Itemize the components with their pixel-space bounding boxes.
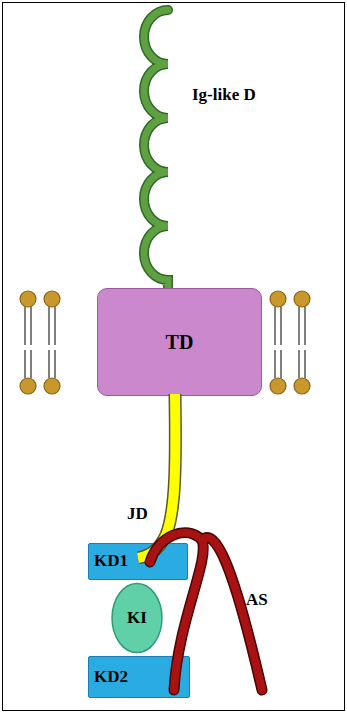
lipid-head	[20, 378, 36, 394]
lipid-tail	[275, 307, 276, 345]
lipid-tail	[55, 307, 56, 345]
lipid-head	[294, 291, 310, 307]
frame	[3, 3, 345, 711]
kinase-domain-box: KD2	[88, 656, 190, 698]
lipid-tail	[305, 350, 306, 378]
lipid-tail	[25, 307, 26, 345]
lipid-tail	[281, 307, 282, 345]
lipid-head	[294, 378, 310, 394]
lipid-tail	[275, 350, 276, 378]
transmembrane-domain: TD	[97, 288, 262, 396]
jd-chain	[138, 394, 175, 558]
lipid-tail	[55, 350, 56, 378]
lipid-head	[270, 378, 286, 394]
kinase-domain-box: KD1	[88, 543, 188, 580]
lipid-tail	[25, 350, 26, 378]
lipid-head	[44, 378, 60, 394]
domain-label: Ig-like D	[192, 86, 256, 105]
node-label: KD2	[94, 668, 128, 687]
lipid-tail	[31, 350, 32, 378]
ig-domain-outline	[144, 10, 168, 292]
ig-domain-chain	[144, 10, 168, 292]
domain-label: AS	[246, 591, 268, 610]
node-label: TD	[166, 331, 194, 353]
lipid-head	[270, 291, 286, 307]
lipid-tail	[305, 307, 306, 345]
kinase-insert-ellipse: KI	[111, 582, 163, 654]
lipid-tail	[31, 307, 32, 345]
lipid-tail	[49, 350, 50, 378]
node-label: KI	[127, 609, 147, 628]
domain-label: JD	[127, 505, 148, 524]
as-chain	[202, 538, 262, 690]
lipid-head	[20, 291, 36, 307]
lipid-tail	[49, 307, 50, 345]
node-label: KD1	[94, 552, 128, 571]
lipid-tail	[299, 307, 300, 345]
ellipse-shape	[112, 583, 162, 652]
lipid-tail	[281, 350, 282, 378]
juxtamembrane-domain	[138, 394, 175, 558]
lipid-tail	[299, 350, 300, 378]
ig-like-domains	[144, 10, 168, 292]
jd-outline	[138, 394, 175, 558]
lipid-head	[44, 291, 60, 307]
as-outline	[202, 538, 262, 690]
